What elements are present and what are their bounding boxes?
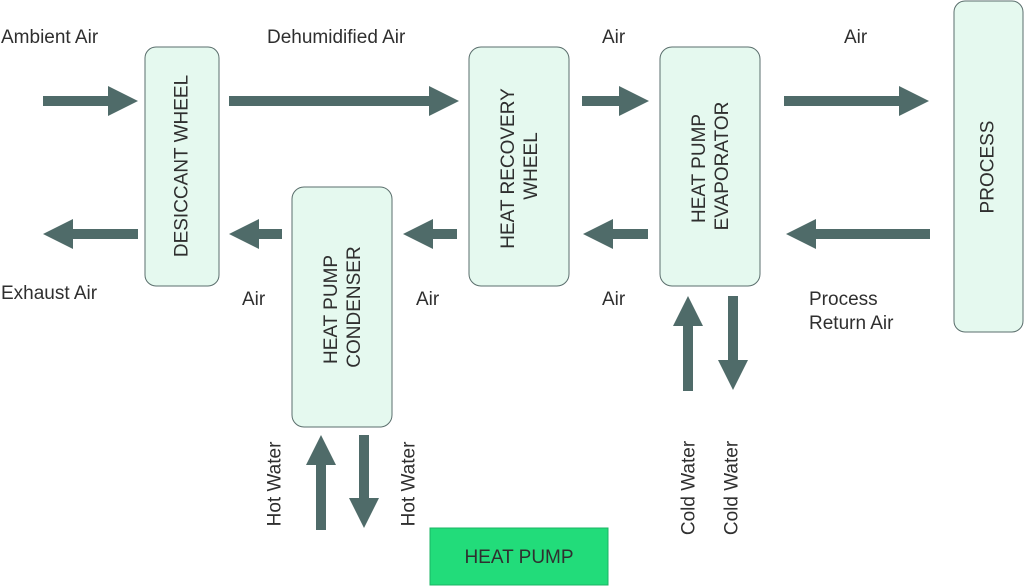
dehumidified-air-arrow bbox=[229, 86, 459, 116]
air-bottom-3-label: Air bbox=[602, 289, 626, 310]
air-bottom-1-label: Air bbox=[242, 289, 266, 310]
heat-recovery-wheel-box bbox=[468, 46, 570, 287]
recovery-to-condenser-arrow bbox=[403, 219, 457, 249]
exhaust-air-label: Exhaust Air bbox=[1, 283, 98, 304]
heat-pump-condenser-label: HEAT PUMP CONDENSER bbox=[321, 246, 365, 367]
air-bottom-2-label: Air bbox=[416, 289, 440, 310]
process-return-air-line-2: Return Air bbox=[809, 313, 894, 334]
hot-water-in-arrow bbox=[306, 435, 336, 530]
evaporator-to-recovery-arrow bbox=[583, 219, 648, 249]
condenser-to-desiccant-arrow bbox=[229, 219, 282, 249]
hot-water-out-arrow bbox=[349, 435, 379, 528]
process-return-air-label: Process Return Air bbox=[809, 289, 894, 334]
heat-pump-box bbox=[429, 527, 609, 586]
air-to-evaporator-arrow bbox=[582, 86, 649, 116]
heat-pump-condenser-line-2: CONDENSER bbox=[344, 246, 365, 367]
heat-pump-label: HEAT PUMP bbox=[464, 547, 573, 568]
dehumidified-air-label: Dehumidified Air bbox=[267, 27, 406, 48]
hot-water-in-label: Hot Water bbox=[265, 441, 286, 526]
hot-water-out-label: Hot Water bbox=[399, 441, 420, 526]
ambient-air-arrow bbox=[43, 86, 138, 116]
air-to-process-arrow bbox=[784, 86, 929, 116]
heat-pump-evaporator-line-1: HEAT PUMP bbox=[689, 114, 710, 223]
ambient-air-label: Ambient Air bbox=[1, 27, 99, 48]
heat-recovery-wheel-label: HEAT RECOVERY WHEEL bbox=[498, 83, 542, 248]
desiccant-wheel-box bbox=[144, 46, 220, 287]
cold-water-in-arrow bbox=[673, 296, 703, 391]
cold-water-out-label: Cold Water bbox=[722, 440, 743, 535]
air-top-mid-label: Air bbox=[602, 27, 626, 48]
heat-pump-condenser-box bbox=[291, 186, 393, 428]
exhaust-air-arrow bbox=[43, 219, 138, 249]
cold-water-in-label: Cold Water bbox=[679, 440, 700, 535]
process-box bbox=[953, 0, 1024, 333]
process-label: PROCESS bbox=[978, 121, 999, 214]
cold-water-out-arrow bbox=[718, 296, 748, 390]
desiccant-wheel-label: DESICCANT WHEEL bbox=[172, 75, 193, 257]
heat-pump-condenser-line-1: HEAT PUMP bbox=[321, 255, 342, 364]
heat-pump-evaporator-label: HEAT PUMP EVAPORATOR bbox=[689, 102, 733, 231]
process-return-arrow bbox=[786, 219, 930, 249]
process-return-air-line-1: Process bbox=[809, 289, 878, 310]
heat-recovery-wheel-line-2: WHEEL bbox=[521, 132, 542, 200]
air-top-right-label: Air bbox=[844, 27, 868, 48]
heat-pump-evaporator-box bbox=[659, 46, 761, 287]
heat-pump-evaporator-line-2: EVAPORATOR bbox=[712, 102, 733, 231]
heat-recovery-wheel-line-1: HEAT RECOVERY bbox=[498, 88, 519, 249]
